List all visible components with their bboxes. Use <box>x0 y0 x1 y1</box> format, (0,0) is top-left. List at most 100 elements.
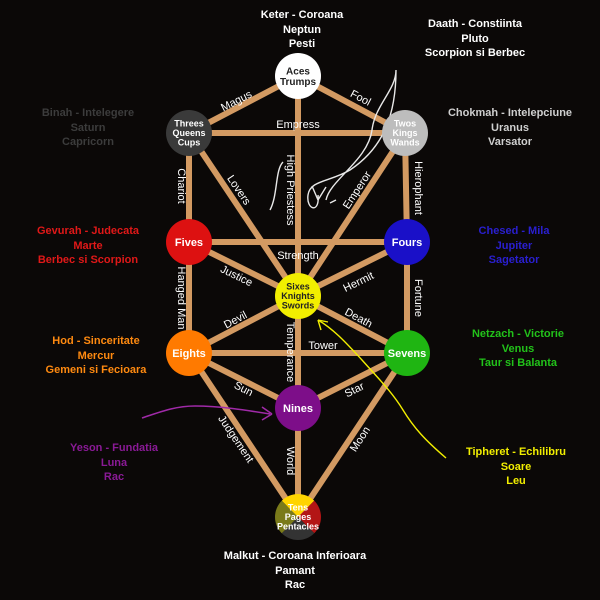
path-label-world: World <box>284 447 296 476</box>
path-label-high-priestess: High Priestess <box>284 155 296 226</box>
label-line: Tipheret - Echilibru <box>465 446 567 458</box>
label-line: Keter - Coroana <box>260 9 344 21</box>
annotation-strokes <box>141 69 447 459</box>
path-label-hierophant: Hierophant <box>412 161 424 215</box>
node-label-malkut: Pages <box>285 512 312 522</box>
sephira-circle <box>384 330 430 376</box>
label-line: Neptun <box>283 23 321 36</box>
node-label-malkut: Tens <box>288 503 308 513</box>
node-label-keter: Trumps <box>280 77 317 88</box>
label-line: Sagetator <box>488 254 540 266</box>
path-label-tower: Tower <box>308 340 338 352</box>
sephira-circle <box>382 110 428 156</box>
label-line: Chesed - Mila <box>478 225 550 237</box>
malkut-quarter <box>281 494 315 517</box>
node-label-tiferet: Sixes <box>286 282 310 292</box>
label-line: Chokmah - Intelepciune <box>447 107 573 119</box>
node-label-binah: Threes <box>174 119 204 129</box>
label-line: Netzach - Victorie <box>471 328 565 340</box>
label-line: Marte <box>73 239 103 252</box>
label-line: Pamant <box>275 564 315 577</box>
label-line: Pluto <box>461 32 489 45</box>
label-line: Daath - Constiinta <box>427 18 523 30</box>
yesod-stroke <box>141 405 271 419</box>
sephira-circle <box>384 219 430 265</box>
node-label-binah: Cups <box>178 138 201 148</box>
node-label-chokmah: Wands <box>390 138 419 148</box>
label-line: Jupiter <box>495 239 533 252</box>
path-moon <box>295 350 410 520</box>
label-line: Saturn <box>70 121 106 134</box>
label-line: Gevurah - Judecata <box>36 225 140 237</box>
path-emperor <box>295 130 408 299</box>
node-label-chokmah: Twos <box>394 119 416 129</box>
node-label-yesod: Nines <box>283 403 313 415</box>
label-line: Luna <box>100 456 128 469</box>
malkut-quarter <box>275 500 298 534</box>
label-line: Soare <box>500 460 532 473</box>
node-label-tiferet: Knights <box>281 291 315 301</box>
node-label-keter: Aces <box>286 66 310 77</box>
daath-arrow-stroke <box>269 69 397 211</box>
label-line: Rac <box>103 471 125 483</box>
sephira-circle <box>166 330 212 376</box>
path-label-temperance: Temperance <box>284 322 296 383</box>
path-label-fortune: Fortune <box>412 279 424 317</box>
malkut-quarter <box>281 517 315 540</box>
node-label-malkut: Pentacles <box>277 522 319 532</box>
sephira-circle <box>166 219 212 265</box>
label-line: Binah - Intelegere <box>41 107 135 119</box>
label-line: Venus <box>501 342 535 355</box>
sephira-node-chesed: Fours <box>384 219 430 265</box>
sephira-circle <box>166 110 212 156</box>
label-line: Taur si Balanta <box>478 357 558 369</box>
path-label-strength: Strength <box>277 250 319 262</box>
label-line: Scorpion si Berbec <box>424 47 526 59</box>
sephira-node-netzach: Sevens <box>384 330 430 376</box>
label-line: Capricorn <box>62 136 114 148</box>
sephira-circle <box>275 385 321 431</box>
node-label-netzach: Sevens <box>388 348 427 360</box>
node-label-chesed: Fours <box>392 237 423 249</box>
label-line: Leu <box>506 475 526 487</box>
node-label-chokmah: Kings <box>392 128 417 138</box>
sephira-circle <box>275 53 321 99</box>
malkut-quarter <box>298 500 321 534</box>
path-lovers <box>186 130 301 299</box>
label-line: Varsator <box>487 136 533 148</box>
label-line: Rac <box>284 579 306 591</box>
label-line: Malkut - Coroana Inferioara <box>223 550 367 562</box>
sephira-node-hod: Eights <box>166 330 212 376</box>
node-label-tiferet: Swords <box>282 301 315 311</box>
label-line: Uranus <box>491 121 529 134</box>
sephira-node-yesod: Nines <box>275 385 321 431</box>
label-line: Pesti <box>288 38 316 50</box>
node-label-binah: Queens <box>172 128 205 138</box>
path-label-hanged-man: Hanged Man <box>175 267 187 330</box>
path-label-empress: Empress <box>276 119 320 131</box>
tiferet-stroke <box>317 319 447 459</box>
node-label-hod: Eights <box>172 348 206 360</box>
sephira-circle <box>275 273 321 319</box>
label-line: Gemeni si Fecioara <box>45 364 147 376</box>
path-judgement <box>186 350 301 520</box>
node-label-gevurah: Fives <box>175 237 203 249</box>
